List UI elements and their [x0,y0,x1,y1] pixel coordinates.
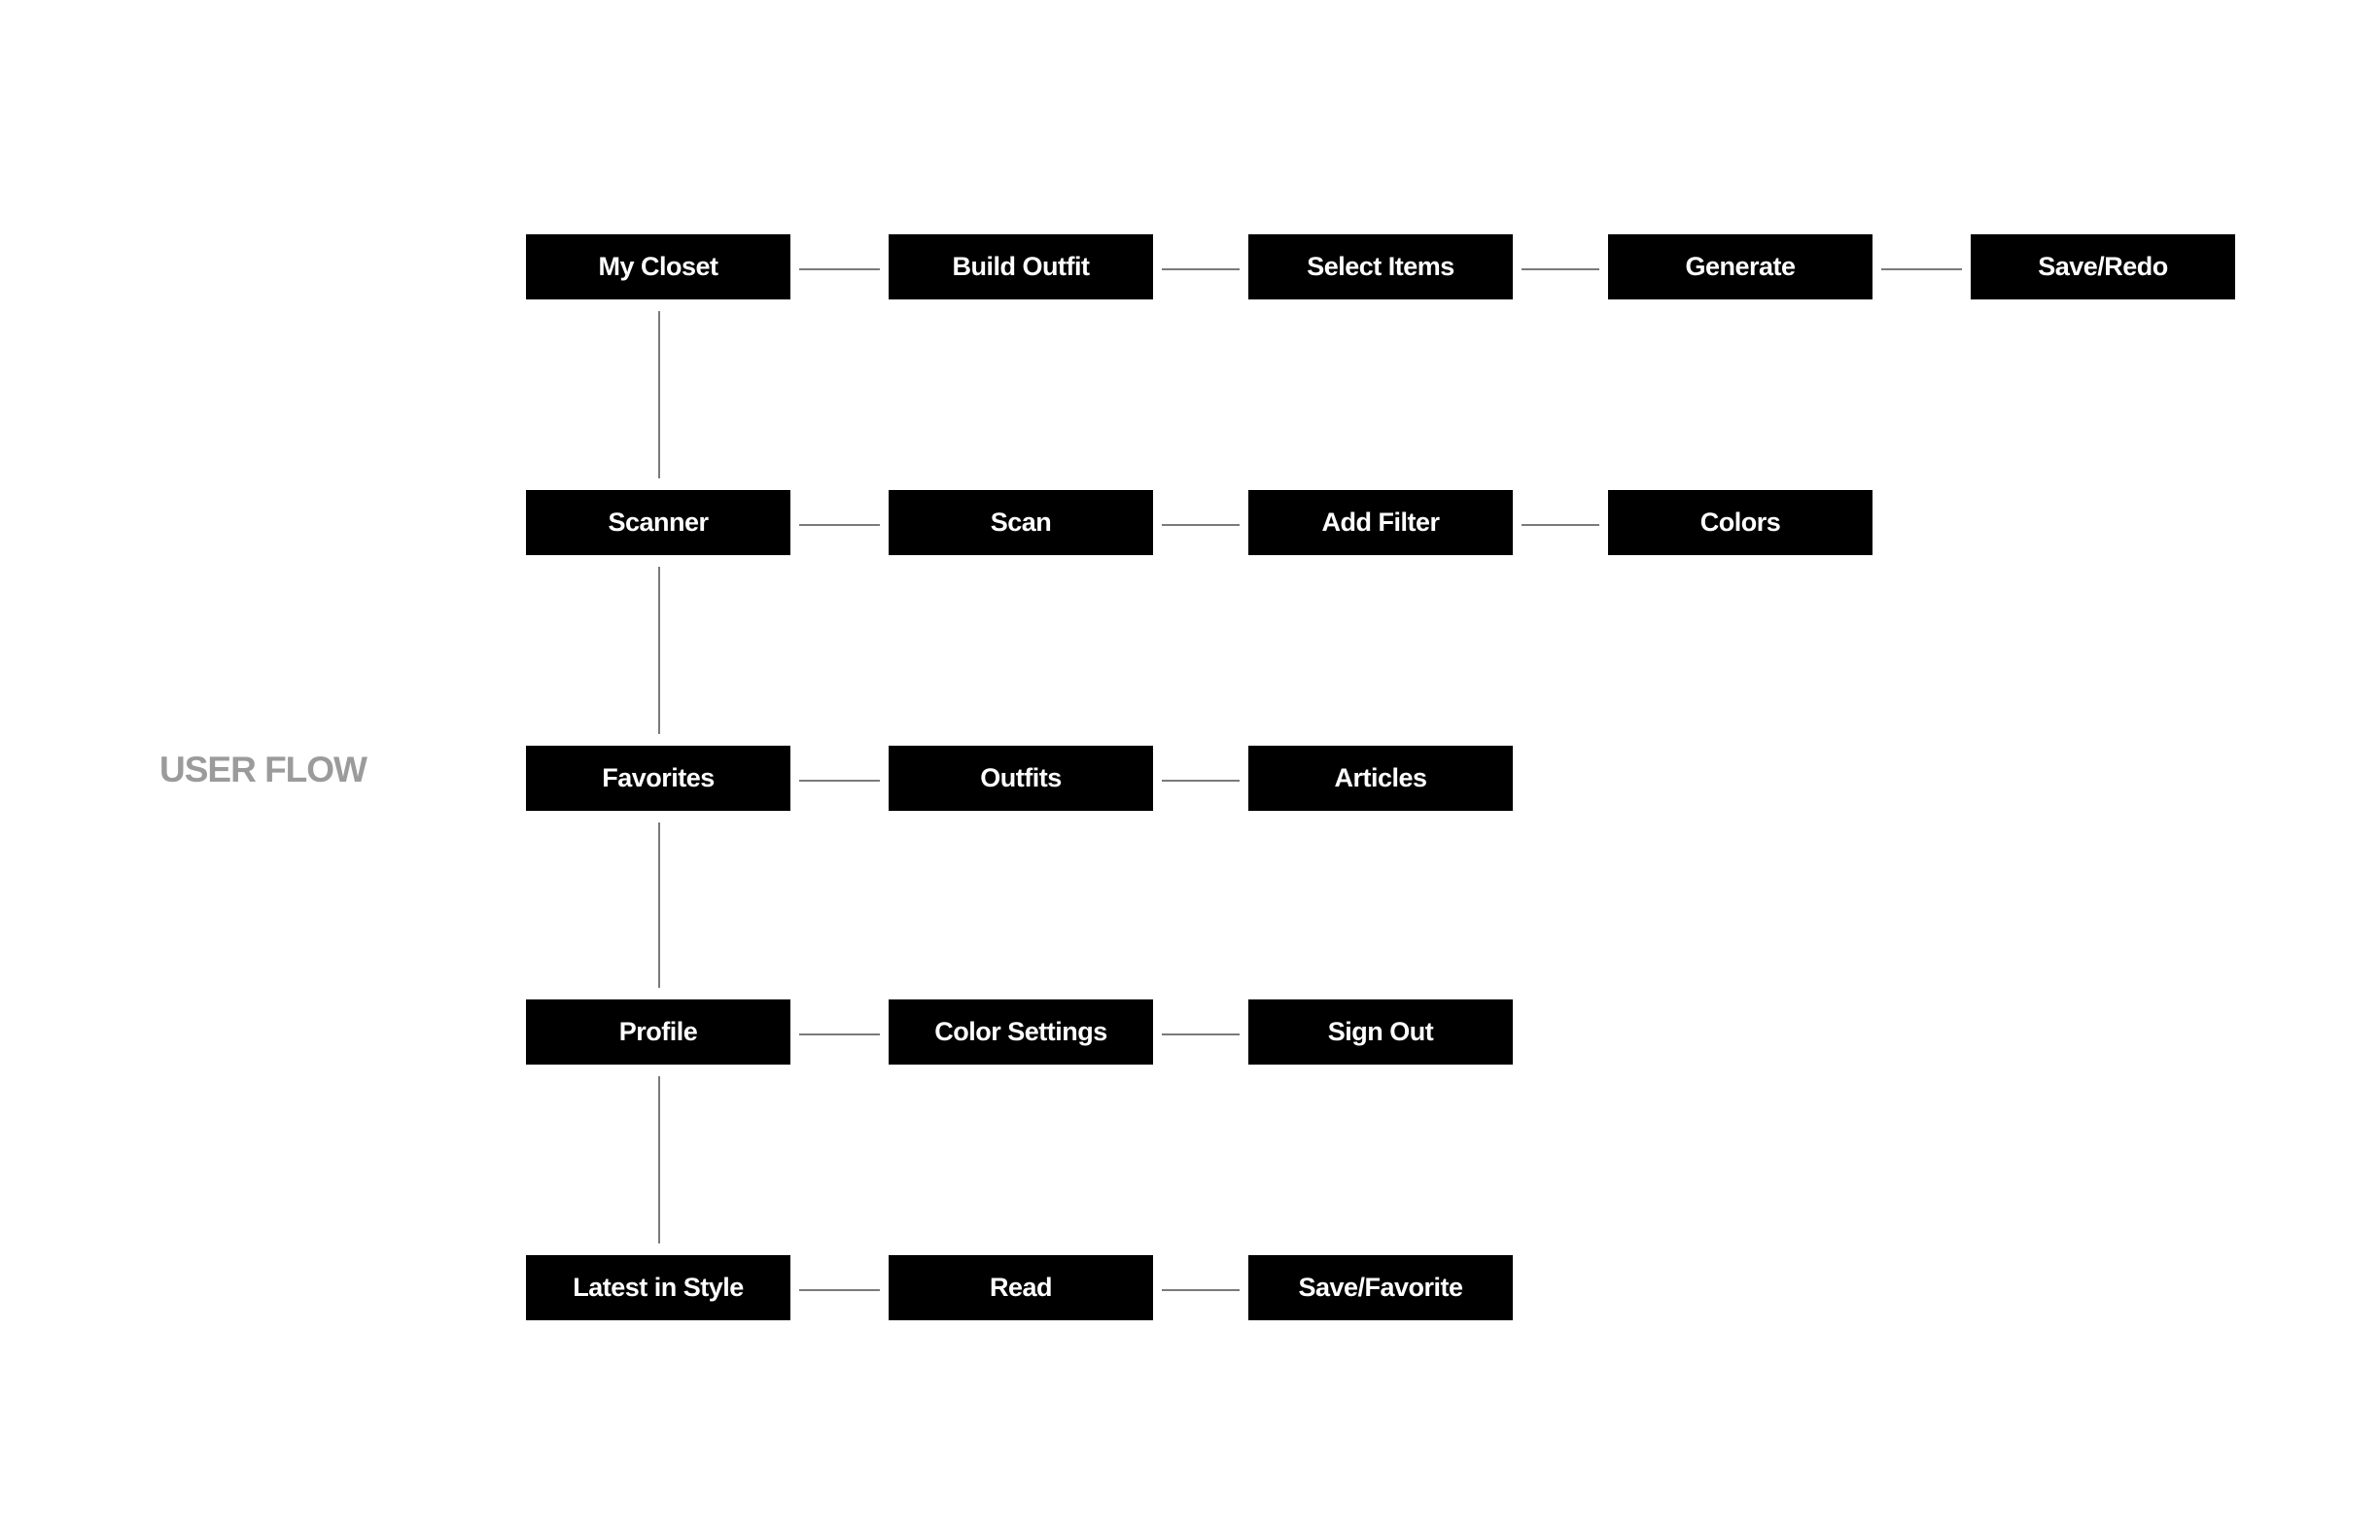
connector-horizontal [799,1032,880,1035]
connector-horizontal [1162,1288,1240,1291]
node-outfits: Outfits [889,746,1153,811]
connector-vertical [658,822,660,988]
connector-horizontal [1162,267,1240,270]
node-scan: Scan [889,490,1153,555]
node-build-outfit: Build Outfit [889,234,1153,299]
connector-horizontal [799,1288,880,1291]
node-my-closet: My Closet [526,234,790,299]
node-favorites: Favorites [526,746,790,811]
connector-horizontal [799,779,880,782]
node-latest-in-style: Latest in Style [526,1255,790,1320]
connector-vertical [658,311,660,478]
node-save-redo: Save/Redo [1971,234,2235,299]
node-generate: Generate [1608,234,1872,299]
node-read: Read [889,1255,1153,1320]
node-add-filter: Add Filter [1248,490,1513,555]
connector-horizontal [1162,779,1240,782]
connector-horizontal [1522,267,1599,270]
node-articles: Articles [1248,746,1513,811]
connector-horizontal [799,523,880,526]
node-color-settings: Color Settings [889,999,1153,1065]
connector-horizontal [1881,267,1962,270]
connector-horizontal [1162,1032,1240,1035]
connector-horizontal [1162,523,1240,526]
node-sign-out: Sign Out [1248,999,1513,1065]
node-select-items: Select Items [1248,234,1513,299]
node-colors: Colors [1608,490,1872,555]
node-save-favorite: Save/Favorite [1248,1255,1513,1320]
node-scanner: Scanner [526,490,790,555]
connector-horizontal [799,267,880,270]
connector-vertical [658,567,660,734]
node-profile: Profile [526,999,790,1065]
connector-vertical [658,1076,660,1243]
page-title: USER FLOW [159,750,368,789]
connector-horizontal [1522,523,1599,526]
